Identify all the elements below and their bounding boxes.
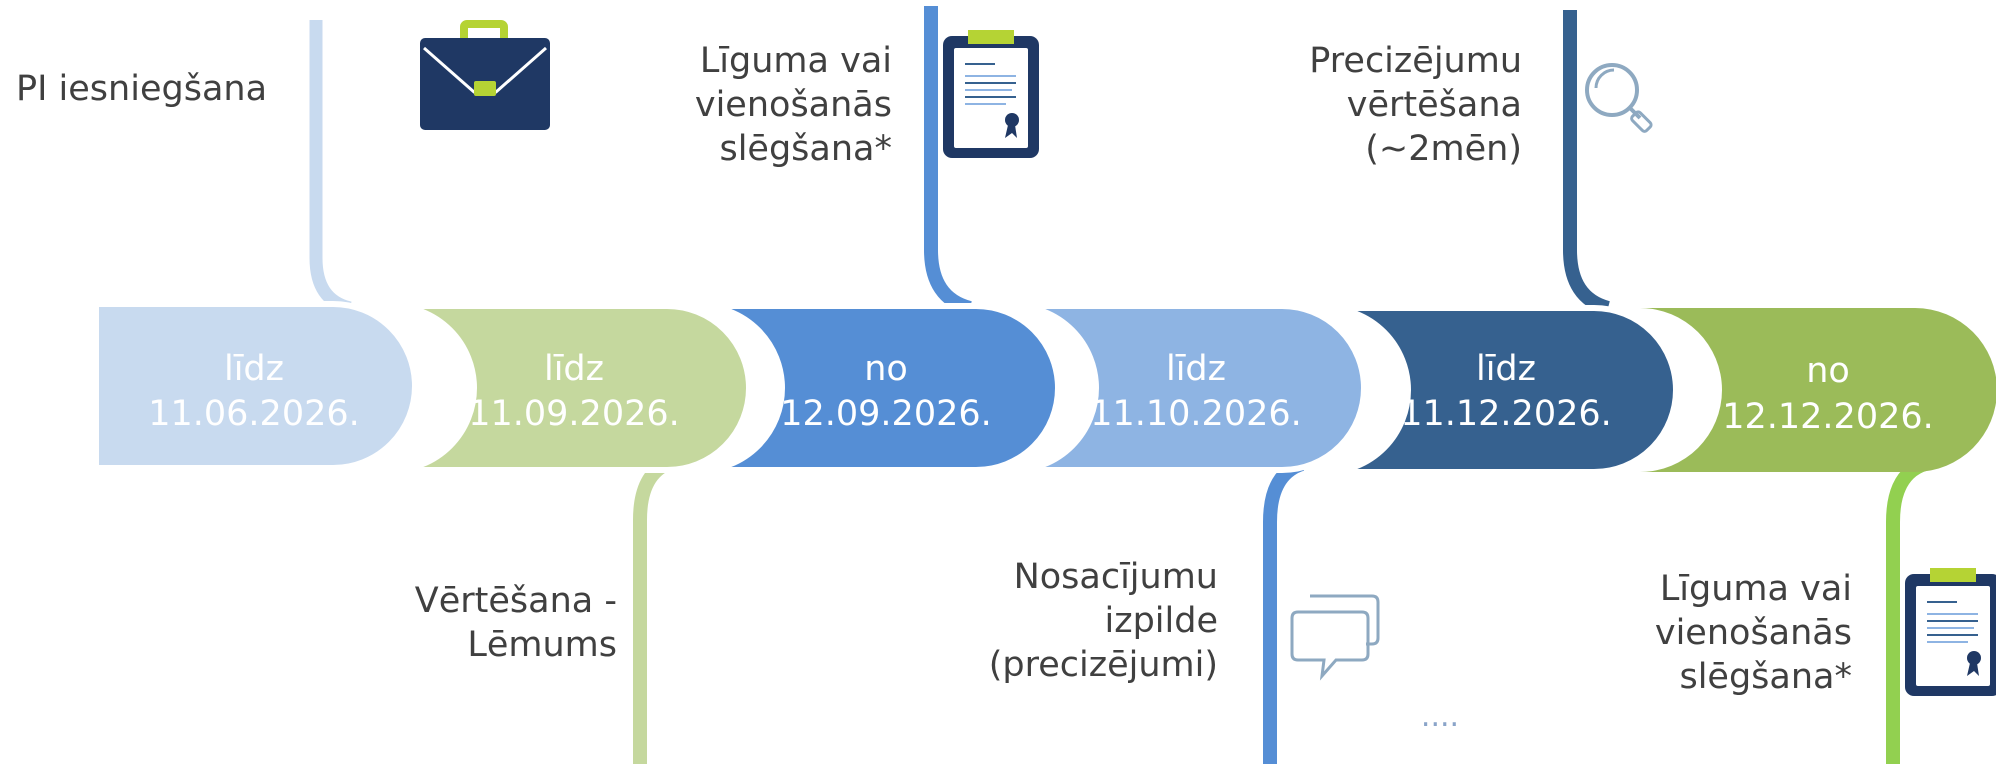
date-2: 11.09.2026.	[468, 394, 680, 434]
date-5: 11.12.2026.	[1400, 394, 1612, 434]
date-prefix-5: līdz	[1476, 349, 1536, 389]
timeline-bar-6	[1640, 308, 1996, 472]
date-prefix-3: no	[864, 349, 908, 389]
date-4: 11.10.2026.	[1090, 394, 1302, 434]
timeline-bar-3	[699, 303, 1061, 473]
contract-clipboard-icon	[1905, 568, 1996, 696]
date-prefix-1: līdz	[224, 349, 284, 389]
stage-4-label-line-3: (precizējumi)	[989, 645, 1218, 685]
timeline-bar-2	[391, 303, 752, 473]
stage-6-label-line-2: vienošanās	[1655, 613, 1852, 653]
date-6: 12.12.2026.	[1722, 397, 1934, 437]
magnifier-icon	[1585, 63, 1653, 133]
stage-5-label-line-3: (~2mēn)	[1365, 129, 1522, 169]
timeline-bar-4	[1013, 303, 1367, 473]
ellipsis-more: ....	[1421, 699, 1459, 734]
stage-5-label-line-1: Precizējumu	[1309, 41, 1522, 81]
connector-stage-5	[1563, 10, 1611, 315]
stage-4-label-line-2: izpilde	[1104, 601, 1218, 641]
stage-5-label-line-2: vērtēšana	[1347, 85, 1522, 125]
connector-stage-4	[1263, 457, 1305, 764]
stage-3-label-line-2: vienošanās	[695, 85, 892, 125]
stage-4-label-line-1: Nosacījumu	[1014, 557, 1218, 597]
timeline-bar-1	[93, 301, 418, 471]
timeline-bar-5	[1325, 305, 1679, 475]
stage-6-label-line-3: slēgšana*	[1679, 657, 1852, 697]
date-1: 11.06.2026.	[148, 394, 360, 434]
briefcase-icon	[420, 20, 550, 130]
stage-3-label-line-1: Līguma vai	[700, 41, 892, 81]
connector-stage-1	[309, 20, 352, 315]
contract-clipboard-icon	[943, 30, 1039, 158]
stage-2-label-line-2: Lēmums	[467, 625, 617, 665]
connector-stage-2	[633, 455, 675, 764]
date-prefix-6: no	[1806, 351, 1850, 391]
stage-1-label: PI iesniegšana	[16, 69, 267, 109]
stage-6-label-line-1: Līguma vai	[1660, 569, 1852, 609]
date-prefix-4: līdz	[1166, 349, 1226, 389]
date-3: 12.09.2026.	[780, 394, 992, 434]
date-prefix-2: līdz	[544, 349, 604, 389]
chat-bubbles-icon	[1290, 594, 1380, 681]
stage-2-label-line-1: Vērtēšana -	[415, 581, 617, 621]
stage-3-label-line-3: slēgšana*	[719, 129, 892, 169]
